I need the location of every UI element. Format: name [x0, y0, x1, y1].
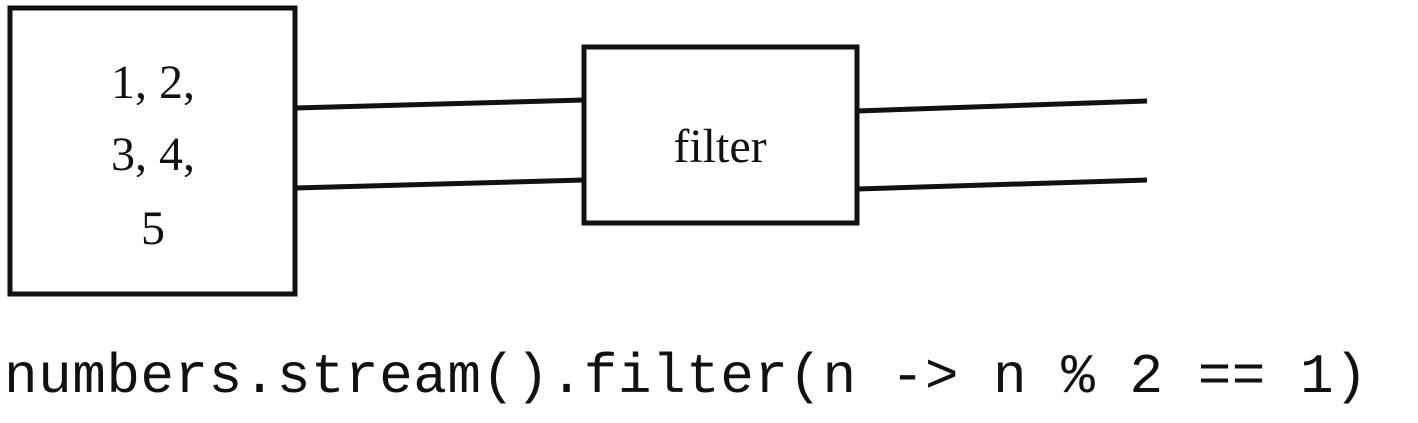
source-line-2: 3, 4,	[111, 128, 195, 181]
source-line-1: 1, 2,	[111, 56, 195, 109]
code-snippet: numbers.stream().filter(n -> n % 2 == 1)	[4, 345, 1369, 409]
source-box	[7, 5, 298, 297]
pipe-lower-in	[294, 177, 585, 191]
pipe-upper-out	[856, 98, 1148, 114]
pipe-upper-in	[294, 97, 585, 111]
filter-label: filter	[673, 120, 766, 173]
source-line-3: 5	[141, 202, 165, 255]
filter-box	[581, 44, 860, 226]
pipe-lower-out	[856, 177, 1148, 192]
